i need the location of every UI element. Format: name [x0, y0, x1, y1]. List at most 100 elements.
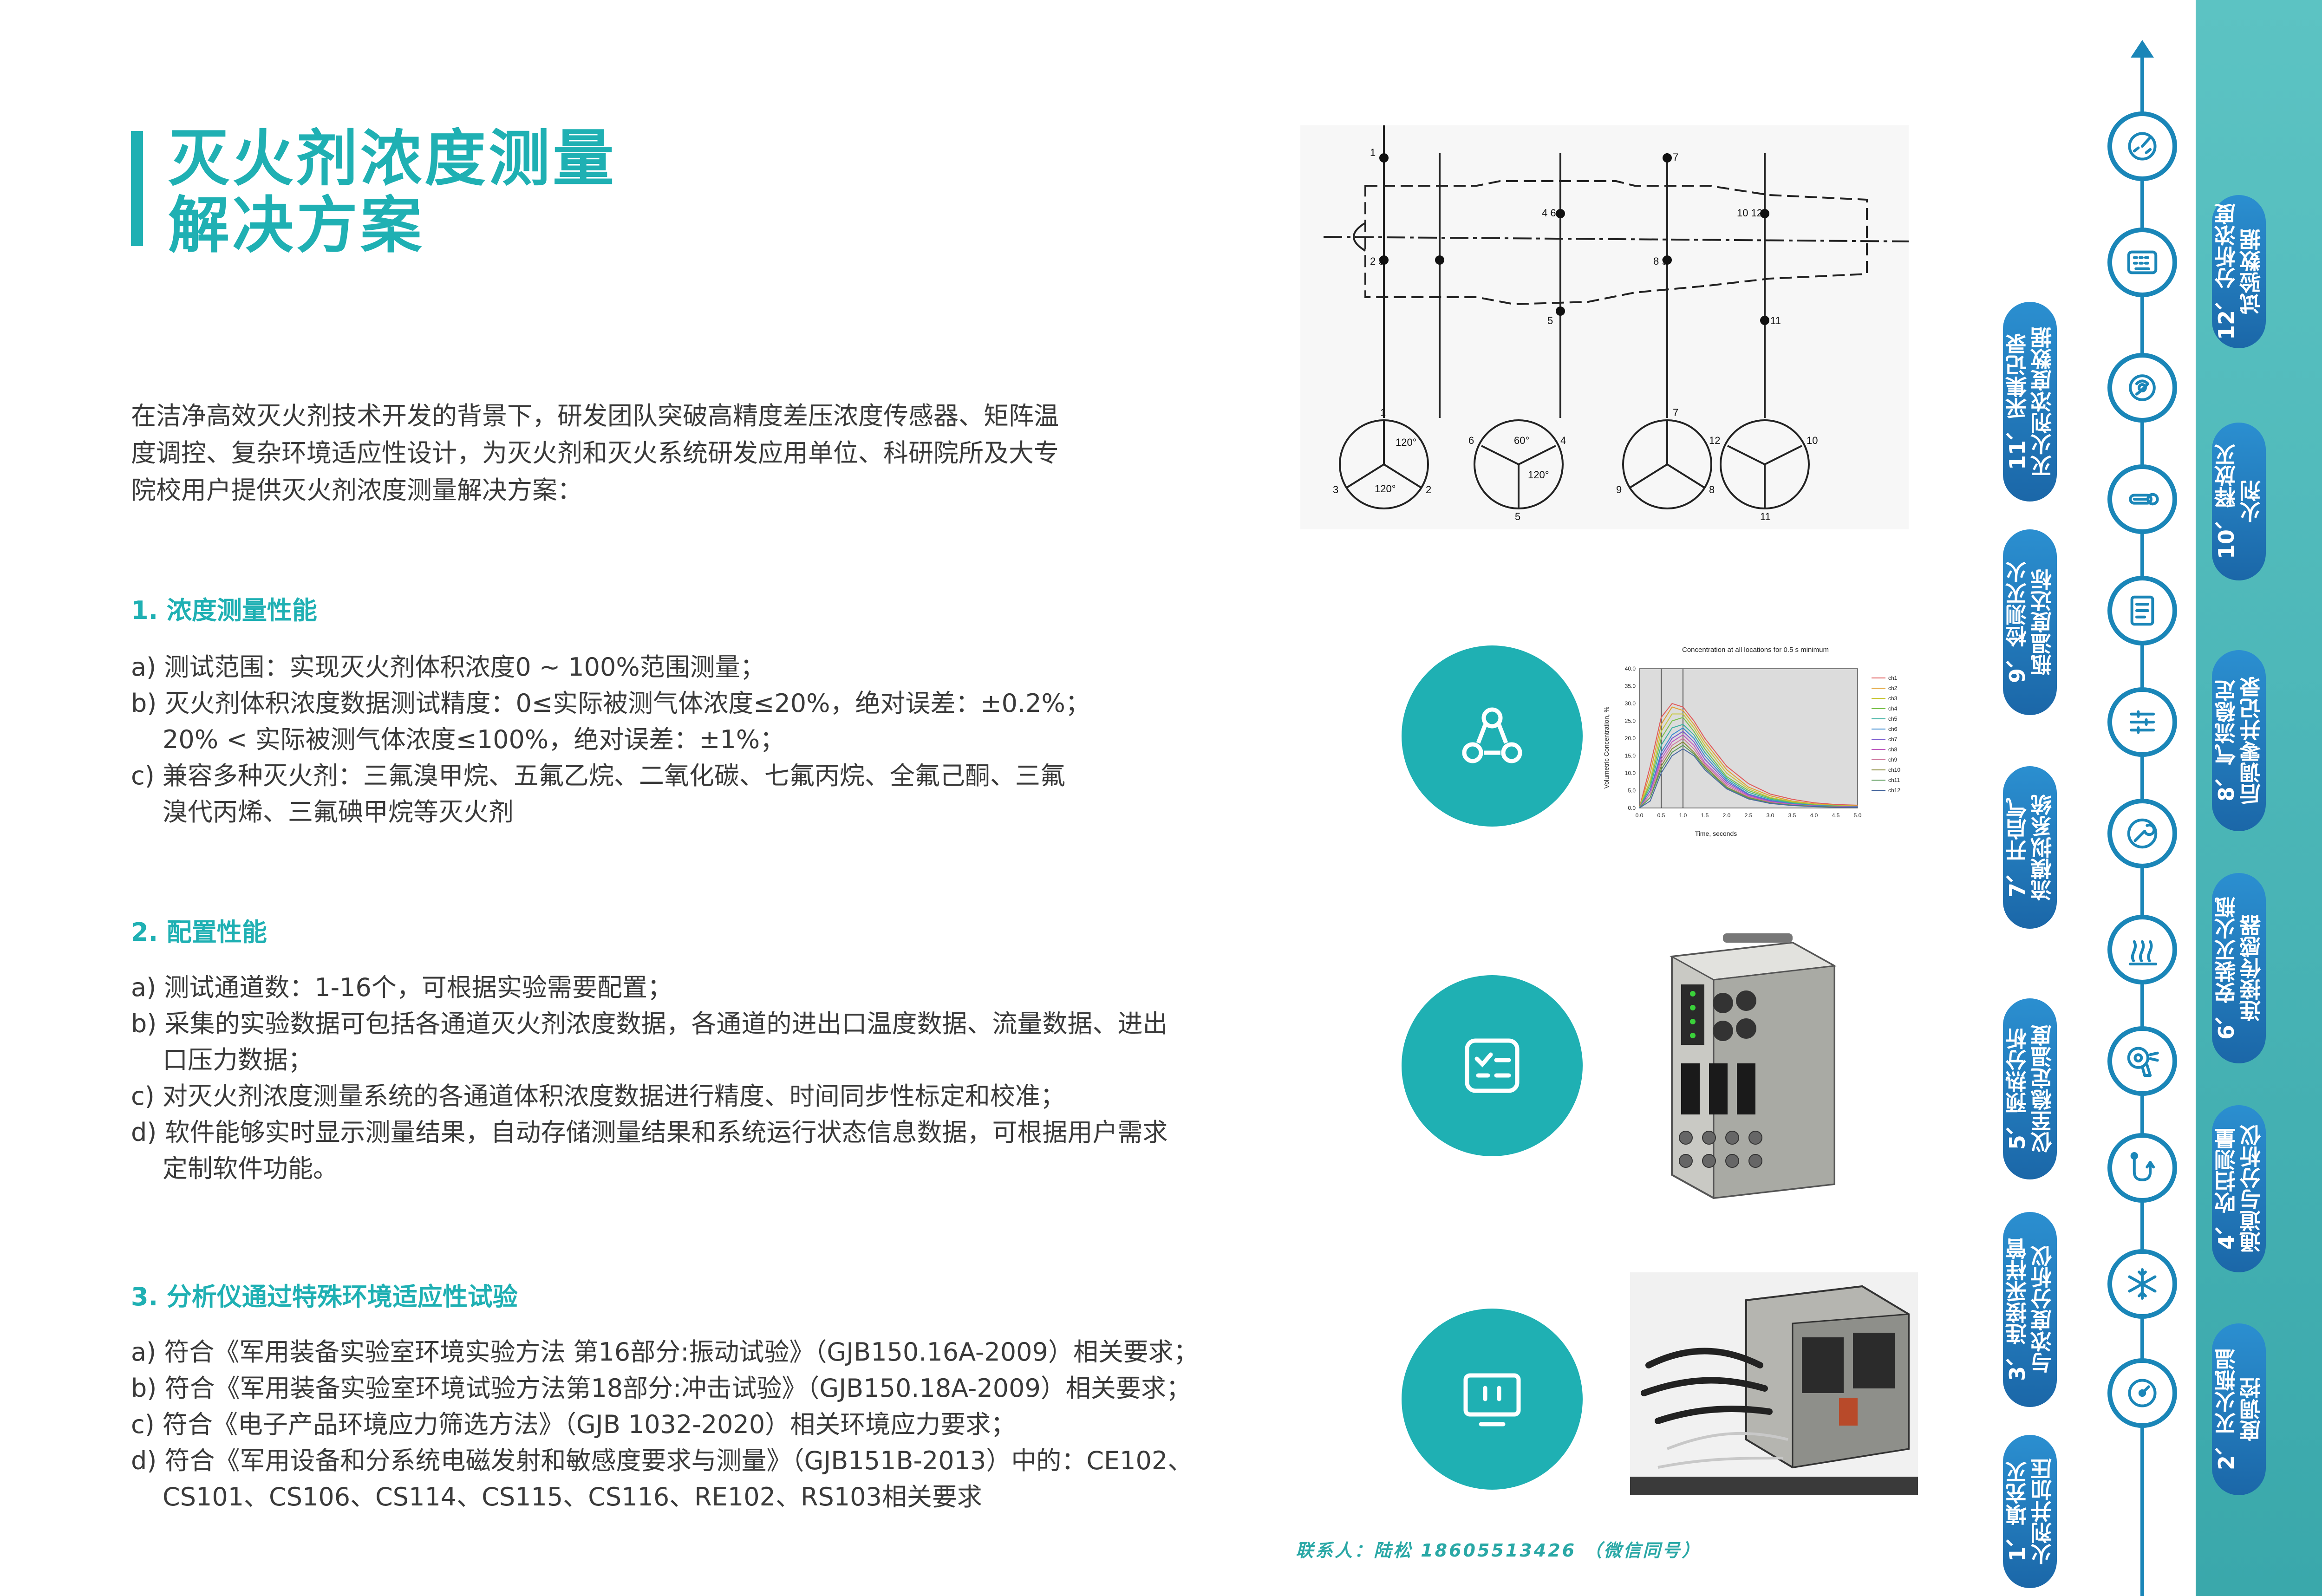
chart-series-line-ch2	[1639, 706, 1858, 808]
step-1-label: 1、填充灭 火剂并加压	[2005, 1458, 2055, 1565]
wrench-icon	[2127, 818, 2158, 849]
timeline-node-2	[2107, 1249, 2177, 1319]
page-title-line2: 解决方案	[168, 190, 424, 261]
chart-y-tick: 0.0	[1628, 805, 1636, 811]
timeline-arrow-icon	[2131, 40, 2154, 58]
release-icon	[2129, 374, 2156, 401]
circle2-label-5: 5	[1515, 511, 1520, 522]
timeline-node-1	[2107, 1358, 2177, 1428]
step-10-label: 10、释放灭 火剂	[2214, 443, 2264, 559]
chart-x-tick: 5.0	[1854, 812, 1862, 819]
chart-series-line-ch1	[1639, 703, 1858, 808]
section1-item-c: c) 兼容多种灭火剂：三氟溴甲烷、五氟乙烷、二氧化碳、七氟丙烷、全氟己酮、三氟	[131, 761, 1065, 790]
section1-item-b: b) 灭火剂体积浓度数据测试精度：0≤实际被测气体浓度≤20%，绝对误差：±0.…	[131, 689, 1090, 718]
chart-y-tick: 20.0	[1625, 735, 1636, 742]
chart-x-tick: 2.0	[1723, 812, 1731, 819]
section2-heading: 2. 配置性能	[131, 918, 267, 947]
circle2-label-4: 4	[1560, 435, 1566, 446]
test-setup-photo	[1630, 1272, 1918, 1495]
chart-y-tick: 30.0	[1625, 700, 1636, 707]
probe-label-1: 1	[1370, 147, 1376, 158]
section2-item-d: d) 软件能够实时显示测量结果，自动存储测量结果和系统运行状态信息数据，可根据用…	[131, 1118, 1168, 1147]
network-category-badge	[1402, 645, 1583, 827]
chart-x-tick: 0.5	[1657, 812, 1665, 819]
section2-item-b-cont: 口压力数据；	[163, 1045, 313, 1075]
circle2-angle-a: 60°	[1514, 435, 1529, 446]
title-accent-bar	[131, 131, 143, 246]
step-pill-4: 4、吹扫测量 通道与分析仪	[2212, 1105, 2266, 1272]
step-7-label: 7、开启气 流模拟系统	[2005, 794, 2055, 901]
circle1-angle-b: 120°	[1375, 483, 1396, 495]
probe-label-8-9: 8 9	[1653, 255, 1668, 267]
chart-legend-label-ch11: ch11	[1888, 777, 1900, 783]
monitor-category-badge	[1402, 1309, 1583, 1490]
chart-legend-label-ch7: ch7	[1888, 736, 1898, 743]
chart-y-tick: 25.0	[1625, 718, 1636, 724]
section1-list: a) 测试范围：实现灭火剂体积浓度0 ~ 100%范围测量； b) 灭火剂体积浓…	[131, 649, 1090, 830]
snowflake-icon	[2128, 1268, 2157, 1300]
chart-x-tick: 0.0	[1636, 812, 1644, 819]
section2-list: a) 测试通道数：1-16个，可根据实验需要配置； b) 采集的实验数据可包括各…	[131, 970, 1168, 1187]
step-pill-1: 1、填充灭 火剂并加压	[2003, 1435, 2057, 1588]
section3-item-b: b) 符合《军用装备实验室环境试验方法第18部分:冲击试验》（GJB150.18…	[131, 1374, 1191, 1403]
timeline-node-12	[2107, 111, 2177, 181]
circle1-label-1: 1	[1380, 407, 1386, 418]
chart-ylabel: Volumetric Concentration, %	[1603, 707, 1610, 789]
chart-legend-label-ch3: ch3	[1888, 695, 1898, 702]
circle3-label-7: 7	[1673, 407, 1678, 418]
timeline-node-6	[2107, 799, 2177, 868]
circle3-label-9: 9	[1616, 484, 1622, 495]
step-pill-12: 12、分析浓度 试验数据	[2212, 195, 2266, 348]
probe-label-2-3: 2 3	[1370, 255, 1384, 267]
chart-legend-label-ch5: ch5	[1888, 716, 1898, 722]
circle3-label-8: 8	[1709, 484, 1715, 495]
chart-legend-label-ch6: ch6	[1888, 726, 1898, 732]
section3-item-c: c) 符合《电子产品环境应力筛选方法》（GJB 1032-2020）相关环境应力…	[131, 1410, 1016, 1439]
circle4-label-10: 10	[1807, 435, 1818, 446]
chart-x-tick: 4.0	[1810, 812, 1818, 819]
timeline-node-3	[2107, 1133, 2177, 1203]
step-6-label: 6、安装灭火瓶 连接传感器	[2214, 896, 2264, 1040]
chart-title: Concentration at all locations for 0.5 s…	[1682, 646, 1829, 654]
circle2-angle-b: 120°	[1528, 469, 1549, 481]
chart-y-tick: 5.0	[1628, 788, 1636, 794]
thermometer-icon	[2129, 493, 2159, 506]
page-title-line1: 灭火剂浓度测量	[168, 123, 617, 195]
section1-item-c-cont: 溴代丙烯、三氟碘甲烷等灭火剂	[163, 797, 514, 827]
hairdryer-icon	[2127, 1047, 2159, 1077]
timeline-node-7	[2107, 687, 2177, 757]
step-12-label: 12、分析浓度 试验数据	[2214, 203, 2264, 340]
section2-item-a: a) 测试通道数：1-16个，可根据实验需要配置；	[131, 973, 672, 1002]
section2-item-c: c) 对灭火剂浓度测量系统的各通道体积浓度数据进行精度、时间同步性标定和校准；	[131, 1081, 1065, 1111]
chart-y-tick: 35.0	[1625, 683, 1636, 690]
monitor-icon	[1463, 1373, 1521, 1427]
airflow-icon	[2129, 710, 2155, 734]
chart-x-tick: 1.5	[1701, 812, 1709, 819]
concentration-chart: Concentration at all locations for 0.5 s…	[1598, 641, 1941, 840]
step-pill-10: 10、释放灭 火剂	[2212, 423, 2266, 580]
probe-label-5: 5	[1547, 315, 1553, 326]
circle2-label-6: 6	[1468, 435, 1474, 446]
step-3-label: 3、连接采样管 与浓度分析仪	[2005, 1238, 2055, 1381]
chart-x-tick: 1.0	[1679, 812, 1687, 819]
section3-item-d-cont: CS101、CS106、CS114、CS115、CS116、RE102、RS10…	[163, 1482, 982, 1511]
test-setup-illustration	[1630, 1272, 1918, 1495]
timeline-node-10	[2107, 353, 2177, 423]
chart-xlabel: Time, seconds	[1695, 830, 1737, 837]
chart-legend-label-ch8: ch8	[1888, 746, 1898, 753]
section3-item-d: d) 符合《军用设备和分系统电磁发射和敏感度要求与测量》（GJB151B-201…	[131, 1446, 1193, 1475]
chart-y-tick: 10.0	[1625, 770, 1636, 776]
engine-probe-diagram: 1 2 3 4 6 5 7 8 9 10 12 11 1 2 3 120° 12…	[1300, 125, 1914, 529]
step-9-label: 9、检测灭火 瓶温度达标	[2005, 561, 2055, 683]
speed-icon	[2128, 132, 2157, 161]
probe-label-10-12: 10 12	[1737, 207, 1762, 219]
probe-label-4-6: 4 6	[1542, 207, 1556, 219]
chart-x-tick: 3.5	[1788, 812, 1796, 819]
chart-x-tick: 3.0	[1767, 812, 1774, 819]
timeline-node-11	[2107, 228, 2177, 297]
section3-heading: 3. 分析仪通过特殊环境适应性试验	[131, 1282, 518, 1311]
step-8-label: 8、气流稳定 后调零并记录	[2214, 677, 2264, 805]
section2-item-d-cont: 定制软件功能。	[163, 1154, 338, 1183]
chart-x-tick: 4.5	[1832, 812, 1840, 819]
network-icon	[1462, 707, 1522, 763]
